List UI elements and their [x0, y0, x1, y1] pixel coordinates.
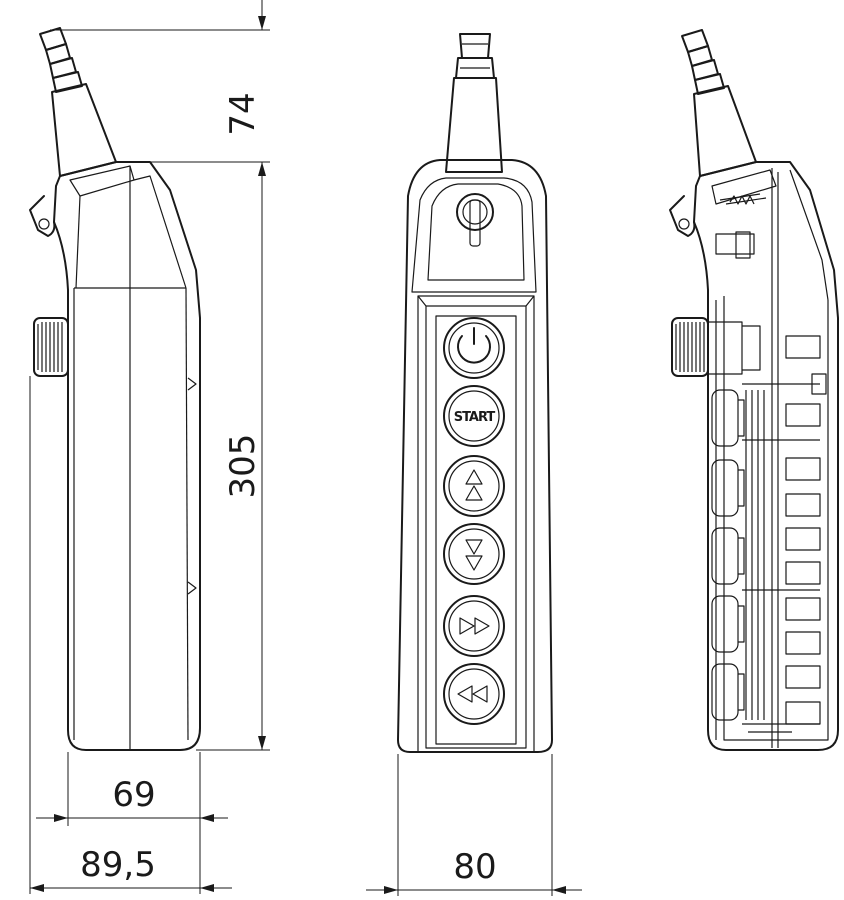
dimension-labels: 74 305 69 89,5 80	[80, 92, 496, 887]
front-cable-gland	[445, 33, 503, 173]
front-view: START	[397, 33, 553, 753]
section-view	[669, 29, 839, 751]
dim-body-depth: 69	[112, 775, 155, 815]
start-button-label: START	[454, 410, 496, 425]
side-hook	[29, 195, 56, 237]
arrow-left-icon	[457, 685, 488, 703]
front-housing	[397, 159, 553, 753]
key-switch[interactable]	[456, 193, 494, 247]
dim-body-width: 80	[453, 847, 496, 887]
dim-cable-height: 74	[223, 92, 263, 135]
arrow-up-icon	[465, 469, 483, 501]
section-button-caps	[711, 389, 745, 721]
side-view	[29, 27, 201, 751]
side-cable-gland	[39, 27, 117, 177]
left-button[interactable]	[443, 663, 505, 725]
arrow-down-icon	[465, 539, 483, 571]
power-button[interactable]	[443, 317, 505, 379]
arrow-right-icon	[459, 617, 490, 635]
dim-overall-depth: 89,5	[80, 845, 156, 885]
section-cable-gland	[681, 29, 757, 177]
start-button[interactable]: START	[443, 385, 505, 447]
side-knob	[33, 317, 69, 377]
section-knob	[671, 317, 761, 377]
dim-body-height: 305	[223, 434, 263, 499]
power-icon	[457, 327, 491, 364]
right-button[interactable]	[443, 595, 505, 657]
up-button[interactable]	[443, 455, 505, 517]
contact-blocks	[742, 335, 827, 725]
section-housing	[693, 161, 839, 751]
side-housing	[53, 161, 201, 751]
down-button[interactable]	[443, 523, 505, 585]
dimension-lines	[29, 0, 582, 896]
